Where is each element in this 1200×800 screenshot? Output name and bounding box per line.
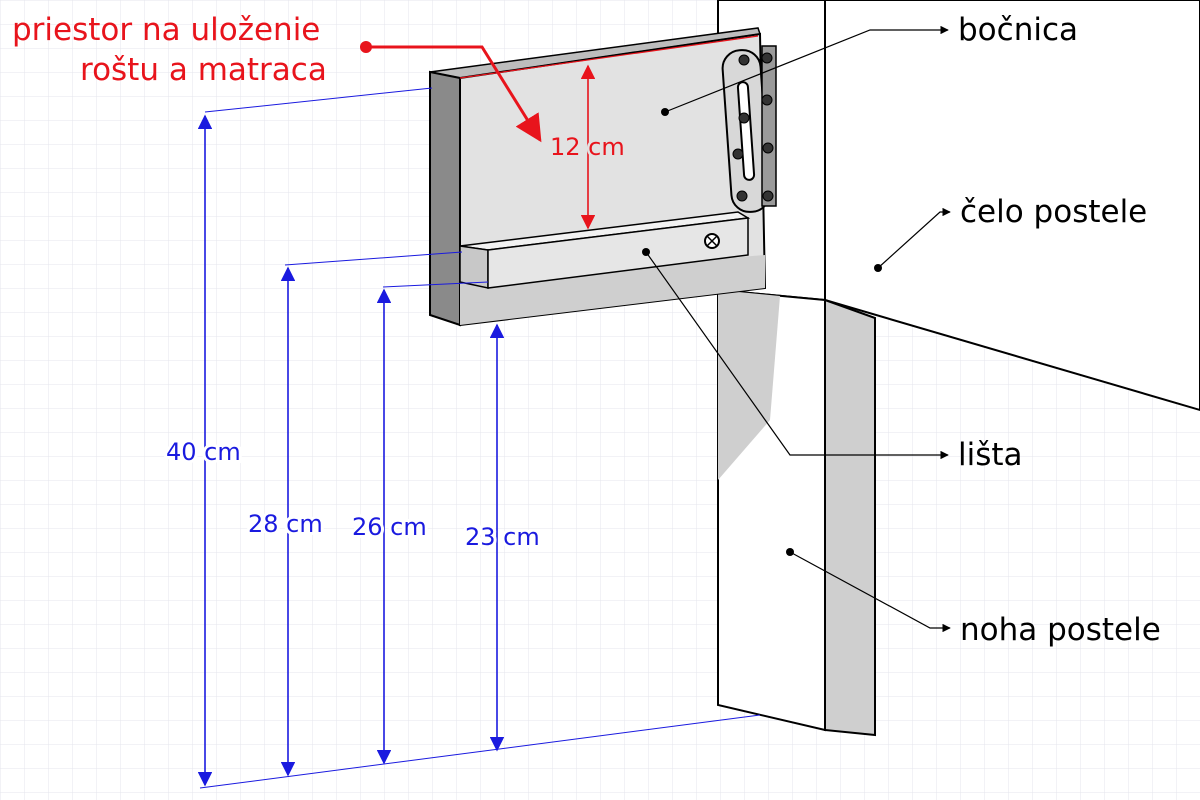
dim-23-label: 23 cm bbox=[465, 523, 540, 551]
panel-bottom-shadow bbox=[460, 255, 765, 325]
bocnica-label: bočnica bbox=[958, 12, 1078, 48]
lista-leader bbox=[645, 251, 949, 460]
bocnica-leader bbox=[664, 25, 949, 113]
celo-leader bbox=[877, 207, 951, 269]
leg-inner-shadow bbox=[718, 290, 780, 480]
celo-dot bbox=[874, 264, 882, 272]
panel-left-side bbox=[429, 70, 461, 327]
noha-label: noha postele bbox=[960, 612, 1161, 648]
strip-front bbox=[487, 217, 749, 289]
space-label-line2: roštu a matraca bbox=[80, 52, 327, 88]
bocnica-dot bbox=[661, 108, 669, 116]
bracket-screws bbox=[732, 52, 774, 202]
lista-label: lišta bbox=[958, 437, 1023, 473]
noha-leader bbox=[789, 551, 951, 633]
celo-label: čelo postele bbox=[960, 194, 1147, 230]
space-top-line bbox=[459, 35, 759, 79]
noha-dot bbox=[786, 548, 794, 556]
dim-26-label: 26 cm bbox=[352, 513, 427, 541]
dim-40-label: 40 cm bbox=[166, 438, 241, 466]
space-label-line1: priestor na uloženie bbox=[12, 12, 320, 48]
leg-side-face bbox=[824, 298, 876, 737]
dim-12-label: 12 cm bbox=[550, 133, 625, 161]
lista-dot bbox=[642, 248, 650, 256]
bracket-edge bbox=[761, 45, 777, 207]
bracket-slot bbox=[736, 81, 756, 181]
space-callout-arrow bbox=[366, 45, 542, 143]
dim-28-label: 28 cm bbox=[248, 510, 323, 538]
